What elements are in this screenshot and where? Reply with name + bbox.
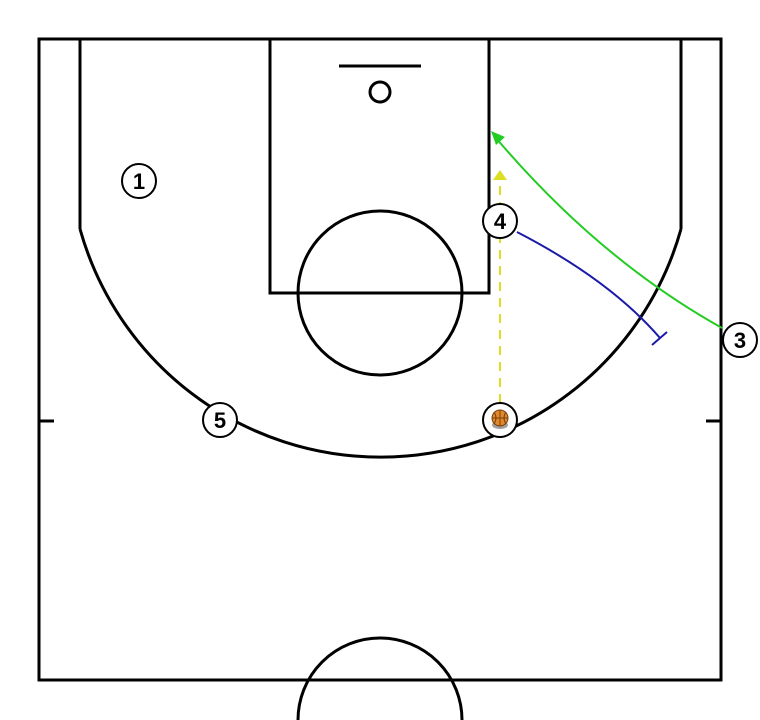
center-circle [296,636,464,720]
court-boundary [37,37,723,682]
cut-path [495,137,723,329]
screen-path [516,231,661,339]
player-1-label: 1 [133,169,145,194]
rim-icon [368,80,392,104]
player-ball-handler [482,402,518,438]
player-4-label: 4 [494,209,507,234]
screen-end-bar [651,331,668,346]
three-point-arc [78,228,683,459]
player-3-label: 3 [734,328,746,353]
player-3: 3 [722,322,758,358]
cut-arrowhead [491,131,505,145]
free-throw-circle [296,209,464,377]
dribble-arrowhead [493,170,507,180]
player-4: 4 [482,203,518,239]
player-1: 1 [121,163,157,199]
player-5: 5 [202,402,238,438]
basketball-icon [491,409,509,429]
player-5-label: 5 [214,408,226,433]
paint-key [268,37,491,295]
